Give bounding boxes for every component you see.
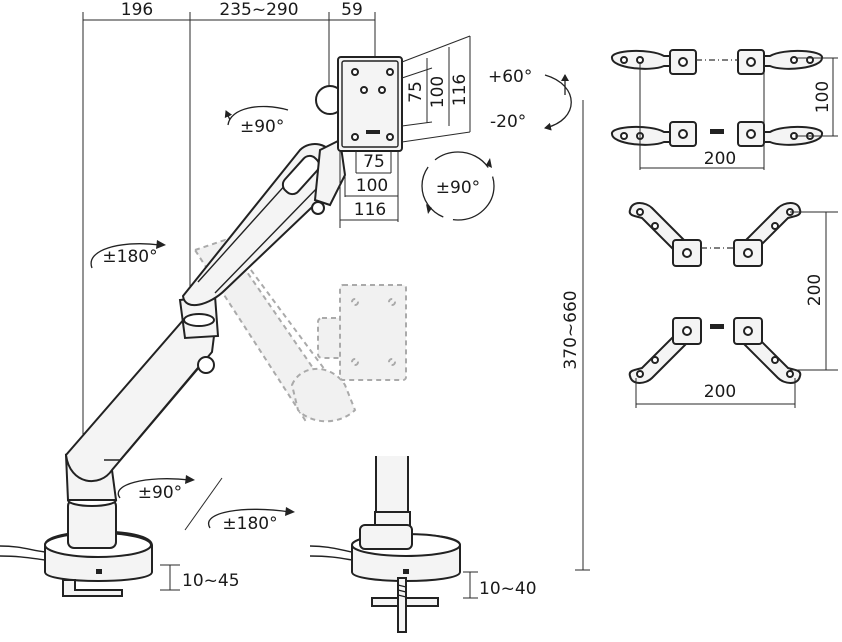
curve-arrow-icon <box>544 74 572 131</box>
clamp-right-label: 10~40 <box>479 579 537 599</box>
adapter-large-illustration: 200 200 <box>628 202 838 408</box>
vesa-v116-label: 116 <box>450 74 470 106</box>
rotate-arrow-icon <box>421 151 495 221</box>
portrait-rotate-label: ±90° <box>436 178 480 198</box>
top-dimension-group: 196 235~290 59 <box>82 0 376 460</box>
vesa-h116-label: 116 <box>354 200 386 220</box>
portrait-rotate-badge: ±90° <box>421 151 495 221</box>
clamp-left-label: 10~45 <box>182 571 240 591</box>
mid-joint-label: ±180° <box>102 247 157 267</box>
rotate-arrow-icon <box>207 508 291 529</box>
rotate-arrow-icon <box>117 478 191 499</box>
tilt-group: +60° -20° <box>488 67 572 132</box>
head-swivel-badge: ±90° <box>224 105 289 137</box>
tilt-up-label: +60° <box>488 67 532 87</box>
vesa-h75-label: 75 <box>363 152 385 172</box>
adapter-large-width-label: 200 <box>704 382 736 402</box>
base-rotate-badge: ±180° <box>207 507 295 534</box>
vesa-h100-label: 100 <box>356 176 388 196</box>
ghost-arm-position <box>193 238 407 423</box>
side-view-illustration <box>309 456 461 633</box>
height-range-label: 370~660 <box>561 290 581 369</box>
dim-59-label: 59 <box>341 0 363 20</box>
mid-joint-badge: ±180° <box>90 240 166 269</box>
dim-196-label: 196 <box>121 0 153 20</box>
height-range-group: 370~660 <box>561 100 590 571</box>
monitor-arm-illustration <box>0 56 403 597</box>
clamp-right-group: 10~40 <box>463 571 537 599</box>
tilt-down-label: -20° <box>490 112 526 132</box>
rotate-arrow-icon <box>90 243 161 269</box>
adapter-small-width-label: 200 <box>704 149 736 169</box>
clamp-left-group: 10~45 <box>160 564 240 591</box>
adapter-small-height-label: 100 <box>813 81 833 113</box>
base-rotate-label: ±180° <box>222 514 277 534</box>
vesa-v75-label: 75 <box>406 81 426 103</box>
head-swivel-label: ±90° <box>240 117 284 137</box>
base-swivel-label: ±90° <box>138 483 182 503</box>
vesa-dimension-group: 75 100 116 75 100 116 <box>339 35 471 228</box>
divider-line <box>184 477 223 531</box>
adapter-large-height-label: 200 <box>805 274 825 306</box>
base-swivel-badge: ±90° <box>117 475 195 503</box>
adapter-small-illustration: 100 200 <box>611 49 838 170</box>
vesa-v100-label: 100 <box>428 76 448 108</box>
rotate-arrow-icon <box>227 105 289 126</box>
dim-235-290-label: 235~290 <box>219 0 298 20</box>
